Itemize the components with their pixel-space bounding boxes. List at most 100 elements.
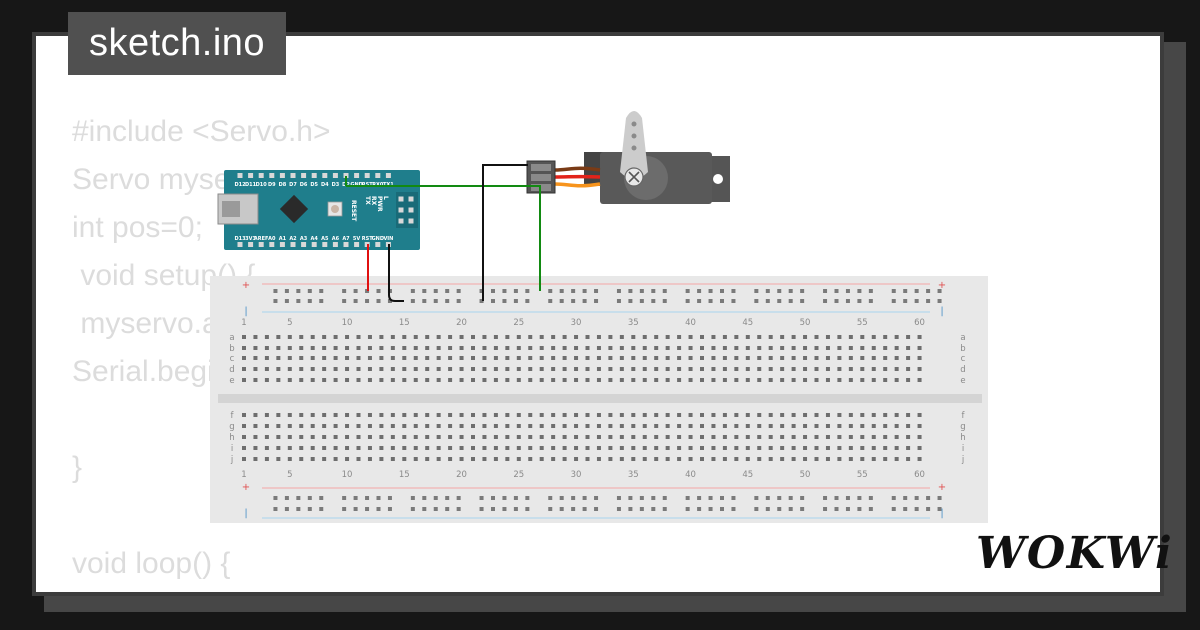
terminal-hole xyxy=(539,356,544,360)
terminal-hole xyxy=(722,413,727,417)
sketch-title: sketch.ino xyxy=(68,12,286,75)
terminal-hole xyxy=(757,367,762,371)
rail-hole xyxy=(433,496,438,500)
terminal-hole xyxy=(871,356,876,360)
terminal-hole xyxy=(333,424,338,428)
nano-bottom-pin-label: A1 xyxy=(279,236,287,242)
rail-hole xyxy=(433,289,438,293)
rail-hole xyxy=(307,507,312,511)
rail-hole xyxy=(765,507,770,511)
rail-hole xyxy=(525,299,530,303)
rail-hole xyxy=(720,289,724,293)
terminal-hole xyxy=(379,435,384,439)
terminal-hole xyxy=(883,435,888,439)
ground-wire-black[interactable] xyxy=(388,244,404,302)
rail-hole xyxy=(479,507,484,511)
rail-hole xyxy=(903,496,908,500)
terminal-hole xyxy=(860,424,865,428)
terminal-hole xyxy=(688,356,693,360)
terminal-hole xyxy=(791,356,796,360)
terminal-hole xyxy=(413,356,418,360)
rail-hole xyxy=(926,496,931,500)
rail-hole xyxy=(456,299,461,303)
terminal-hole xyxy=(574,356,579,360)
terminal-hole xyxy=(253,424,258,428)
rail-hole xyxy=(319,299,324,303)
rail-hole xyxy=(513,496,518,500)
terminal-hole xyxy=(413,346,418,350)
column-number: 5 xyxy=(287,470,292,480)
terminal-hole xyxy=(242,335,246,339)
terminal-hole xyxy=(619,378,624,382)
terminal-hole xyxy=(551,346,556,350)
terminal-hole xyxy=(585,435,590,439)
nano-bottom-pin-label: A7 xyxy=(342,236,350,242)
nano-top-pin xyxy=(322,173,328,178)
column-number: 55 xyxy=(857,318,868,328)
terminal-hole xyxy=(825,378,830,382)
rail-hole xyxy=(594,507,599,511)
terminal-hole xyxy=(551,335,556,339)
rail-hole xyxy=(616,496,621,500)
servo-horn-hole-3 xyxy=(631,145,637,151)
terminal-hole xyxy=(665,435,670,439)
terminal-hole xyxy=(425,413,430,417)
terminal-hole xyxy=(631,446,636,450)
terminal-hole xyxy=(848,446,853,450)
terminal-hole xyxy=(917,457,922,461)
terminal-hole xyxy=(299,424,304,428)
terminal-hole xyxy=(745,378,750,382)
rail-hole xyxy=(307,496,312,500)
terminal-hole xyxy=(642,413,647,417)
terminal-hole xyxy=(505,346,510,350)
nano-rx-label: RX xyxy=(370,196,377,206)
terminal-hole xyxy=(299,335,304,339)
nano-bottom-pin-label: GND xyxy=(372,236,384,242)
icsp-pin xyxy=(398,218,404,224)
terminal-hole xyxy=(322,413,327,417)
terminal-hole xyxy=(345,346,350,350)
terminal-hole xyxy=(619,413,624,417)
nano-top-pin xyxy=(269,173,275,178)
nano-bottom-pin-label: A5 xyxy=(321,236,329,242)
terminal-hole xyxy=(654,356,659,360)
servo-ground-wire-black[interactable] xyxy=(482,164,528,301)
terminal-hole xyxy=(448,457,453,461)
terminal-hole xyxy=(264,378,269,382)
rail-hole xyxy=(937,507,942,511)
nano-bottom-pin-label: 3V3 xyxy=(245,236,256,242)
terminal-hole xyxy=(574,457,579,461)
rail-hole xyxy=(273,289,278,293)
terminal-hole xyxy=(551,356,556,360)
rail-hole xyxy=(697,496,702,500)
terminal-hole xyxy=(585,424,590,428)
rail-hole xyxy=(903,507,908,511)
terminal-hole xyxy=(585,335,590,339)
terminal-hole xyxy=(436,356,441,360)
terminal-hole xyxy=(791,335,796,339)
terminal-hole xyxy=(619,446,624,450)
terminal-hole xyxy=(596,413,601,417)
terminal-hole xyxy=(906,367,911,371)
terminal-hole xyxy=(310,446,315,450)
terminal-hole xyxy=(619,435,624,439)
rail-hole xyxy=(548,299,553,303)
terminal-hole xyxy=(608,378,613,382)
terminal-hole xyxy=(814,335,819,339)
ground-wire-green[interactable] xyxy=(528,185,541,291)
terminal-hole xyxy=(459,446,464,450)
terminal-hole xyxy=(482,367,487,371)
terminal-hole xyxy=(711,457,716,461)
servo-motor-icon[interactable] xyxy=(526,111,730,204)
terminal-hole xyxy=(516,346,521,350)
terminal-hole xyxy=(791,435,796,439)
terminal-hole xyxy=(448,413,453,417)
rail-hole xyxy=(582,289,587,293)
terminal-hole xyxy=(814,356,819,360)
terminal-hole xyxy=(722,424,727,428)
terminal-hole xyxy=(700,335,704,339)
rail-hole xyxy=(296,289,301,293)
